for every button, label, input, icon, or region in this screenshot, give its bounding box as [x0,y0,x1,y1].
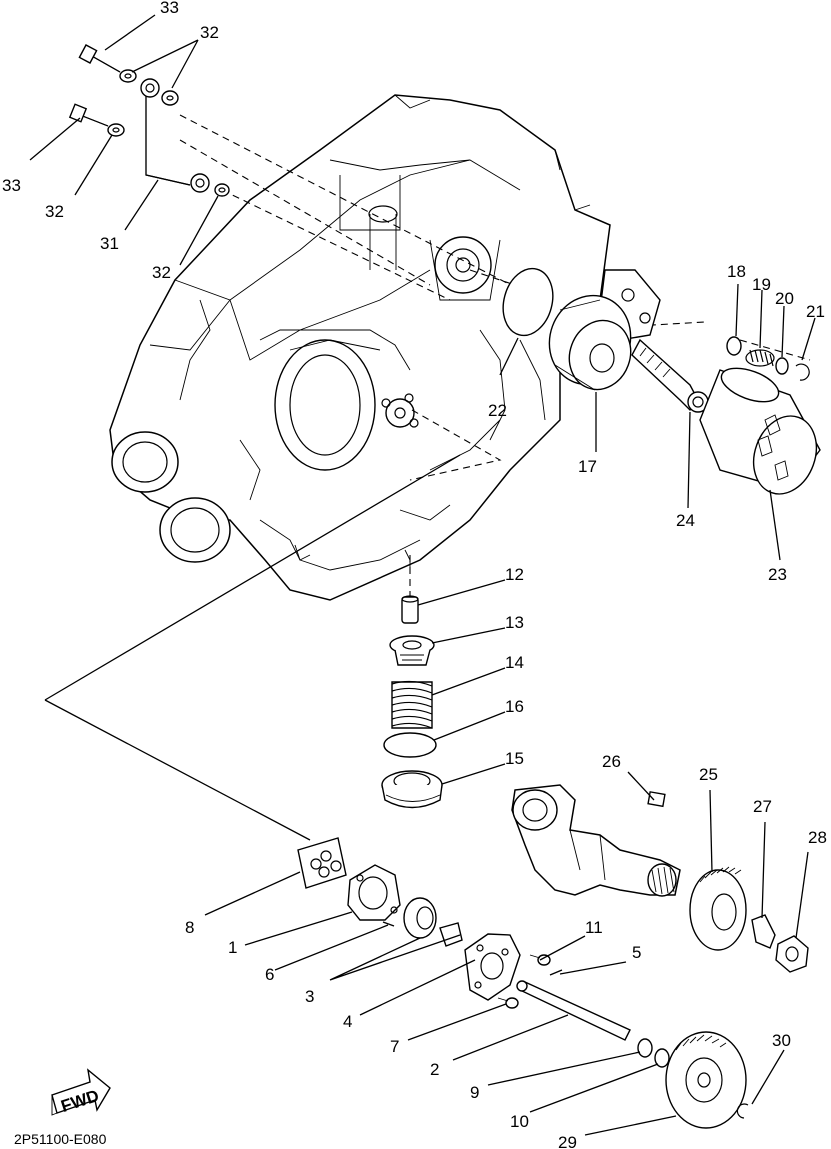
clip-30 [736,1103,749,1119]
callout-22: 22 [488,401,507,420]
callout-24: 24 [676,511,695,530]
callout-4: 4 [343,1012,352,1031]
callout-9: 9 [470,1083,479,1102]
callout-29: 29 [558,1133,577,1149]
callout-18: 18 [727,262,746,281]
callout-21: 21 [806,302,825,321]
callout-33: 33 [160,0,179,17]
callout-7: 7 [390,1037,399,1056]
callout-8: 8 [185,918,194,937]
rotor-3 [403,897,463,947]
callout-11: 11 [585,918,603,937]
assembly-lines [44,114,811,841]
water-pump-housing [511,784,681,897]
relief-parts-18-21 [726,336,810,381]
callout-16: 16 [505,697,524,716]
gasket-8 [297,837,347,889]
pump-cover-4 [464,933,521,1001]
valve-stack [381,595,443,809]
oil-pipe-assembly [68,44,230,197]
callout-12: 12 [505,565,524,584]
callout-27: 27 [753,797,772,816]
spring-19 [745,349,775,367]
washer-9 [637,1038,653,1058]
pin-6 [382,921,395,927]
shaft-2 [516,980,631,1041]
drawing-code: 2P51100-E080 [14,1131,107,1147]
callout-26: 26 [602,752,621,771]
callout-3: 3 [305,987,314,1006]
callout-6: 6 [265,965,274,984]
nut-28 [775,935,809,973]
callout-19: 19 [752,275,771,294]
callout-10: 10 [510,1112,529,1131]
callout-33: 33 [2,176,21,195]
gear-29 [665,1031,747,1129]
washer-10 [654,1048,670,1068]
callout-2: 2 [430,1060,439,1079]
screw-11 [529,954,551,966]
spring-14 [391,680,433,729]
pin-5 [549,969,563,976]
gear-25 [689,866,747,951]
callout-23: 23 [768,565,787,584]
washer-27 [751,914,776,949]
o-ring-22 [502,267,554,337]
callout-32: 32 [45,202,64,221]
callout-25: 25 [699,765,718,784]
leader-lines [29,14,816,1136]
callout-32: 32 [200,23,219,42]
pump-body-1 [347,864,401,921]
fwd-arrow-icon: FWD [51,1068,111,1116]
callout-31: 31 [100,234,119,253]
oil-filter-23 [699,367,821,495]
screw-7 [497,997,519,1009]
callout-14: 14 [505,653,524,672]
callout-13: 13 [505,613,524,632]
callout-28: 28 [808,828,827,847]
callout-15: 15 [505,749,524,768]
callout-17: 17 [578,457,597,476]
callout-30: 30 [772,1031,791,1050]
callout-20: 20 [775,289,794,308]
callout-5: 5 [632,943,641,962]
crankcase-cover [109,94,611,601]
union-bolt-24 [631,338,709,413]
callout-1: 1 [228,938,237,957]
callout-32: 32 [152,263,171,282]
oil-filter-housing-17 [548,269,661,391]
